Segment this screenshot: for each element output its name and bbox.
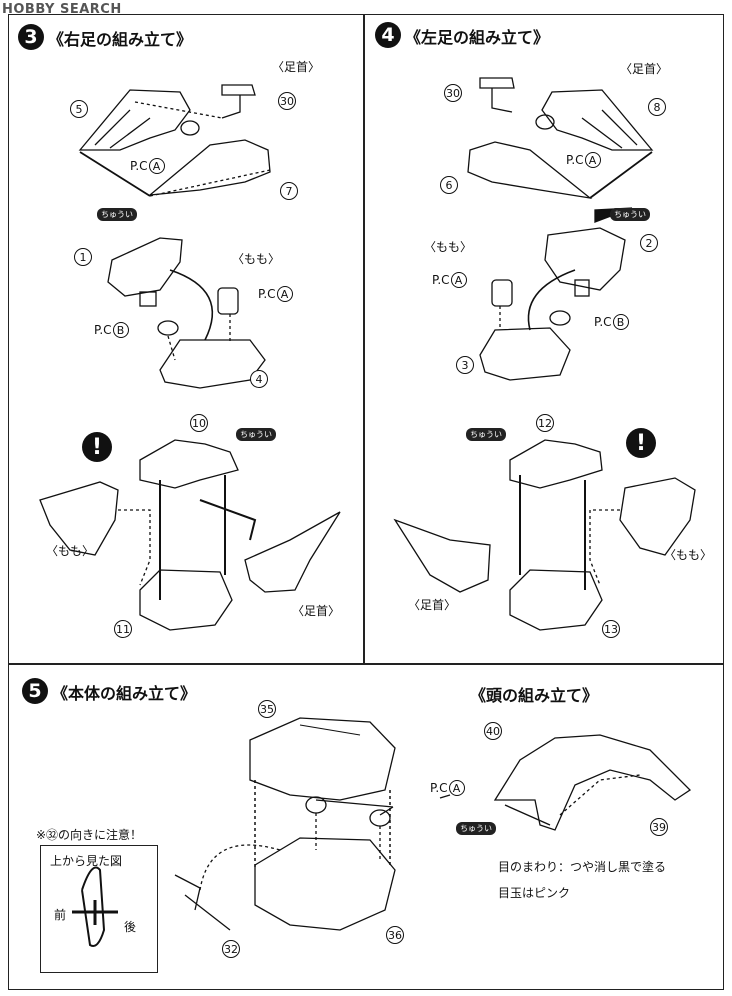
step3-thigh-label: 〈もも〉 [232, 252, 281, 266]
ankle-assembly [244, 511, 341, 593]
part-1-shape [107, 237, 183, 297]
thigh-assembly [39, 481, 119, 556]
part-8-number: 8 [648, 98, 666, 116]
topview-part [81, 866, 106, 947]
part-30-shape [221, 84, 256, 96]
part-40-39-shape [493, 734, 692, 831]
step4-caution-icon: ! [626, 428, 656, 458]
part-7-number: 7 [280, 182, 298, 200]
step3-caution-tag: ちゅうい [97, 208, 137, 221]
part-39-number: 39 [650, 818, 668, 836]
step4-thigh-label: 〈もも〉 [424, 240, 473, 254]
part-13-number: 13 [602, 620, 620, 638]
part-2-number: 2 [640, 234, 658, 252]
part-5-shape [78, 89, 191, 151]
part-36-number: 36 [386, 926, 404, 944]
step3-panel [8, 14, 364, 664]
step3-badge: 3 [18, 24, 44, 50]
step4-badge: 4 [375, 22, 401, 48]
part-11-number: 11 [114, 620, 132, 638]
step5-badge: 5 [22, 678, 48, 704]
ankle-assembly-l [393, 518, 491, 593]
part-6-shape [467, 141, 593, 200]
pc-a-cylinder [217, 287, 239, 315]
topview-title: 上から見た図 [50, 854, 123, 868]
front-label: 前 [54, 908, 67, 922]
part-3-shape [479, 327, 571, 381]
pc-a-body2 [369, 809, 391, 827]
step5-caution-tag: ちゅうい [456, 822, 496, 835]
part-35-shape [249, 717, 396, 801]
part-32-shape [174, 874, 231, 931]
head-title: 《頭の組み立て》 [470, 686, 599, 705]
step4-ankle-label: 〈足首〉 [620, 62, 669, 76]
part-8-shape [541, 89, 654, 151]
part-11-shape [139, 569, 233, 631]
part-12-number: 12 [536, 414, 554, 432]
pc-a-body1 [305, 796, 327, 814]
step3-caution-tag2: ちゅうい [236, 428, 276, 441]
part-6-number: 6 [440, 176, 458, 194]
step4-caution-tag2: ちゅうい [466, 428, 506, 441]
part-10-number: 10 [190, 414, 208, 432]
part-1-number: 1 [74, 248, 92, 266]
orientation-note: ※㉜の向きに注意！ [36, 828, 143, 842]
step4-ankle-label2: 〈足首〉 [408, 598, 457, 612]
step4-caution-tag: ちゅうい [610, 208, 650, 221]
part-32-number: 32 [222, 940, 240, 958]
step3-thigh-label2: 〈もも〉 [46, 544, 95, 558]
back-label: 後 [124, 920, 137, 934]
eye-note-1: 目のまわり：つや消し黒で塗る [498, 860, 667, 874]
step3-caution-icon: ! [82, 432, 112, 462]
part-12-shape [509, 439, 603, 489]
part-35-number: 35 [258, 700, 276, 718]
part-7-shape [147, 139, 271, 196]
step5-panel [8, 664, 724, 990]
step5-title: 《本体の組み立て》 [52, 684, 197, 703]
eye-note-2: 目玉はピンク [498, 886, 571, 900]
pc-b-upper [139, 291, 157, 307]
step3-ankle-label: 〈足首〉 [272, 60, 321, 74]
step4-thigh-label2: 〈もも〉 [664, 548, 713, 562]
watermark: HOBBY SEARCH [2, 2, 122, 17]
step4-panel [364, 14, 724, 664]
part-40-number: 40 [484, 722, 502, 740]
part-3-number: 3 [456, 356, 474, 374]
part-10-shape [139, 439, 239, 489]
pc-a-cap [180, 120, 200, 136]
part-30-number: 30 [278, 92, 296, 110]
pc-b-ring [157, 320, 179, 336]
part-2-shape [544, 227, 626, 291]
step3-ankle-label2: 〈足首〉 [292, 604, 341, 618]
part-13-shape [509, 569, 603, 631]
step4-title: 《左足の組み立て》 [405, 28, 550, 47]
thigh-assembly-l [619, 477, 696, 556]
step3-title: 《右足の組み立て》 [48, 30, 193, 49]
part-36-shape [254, 837, 396, 931]
part-30b-number: 30 [444, 84, 462, 102]
part-5-number: 5 [70, 100, 88, 118]
topview-box [40, 845, 158, 973]
part-30b-shape [479, 77, 515, 89]
part-4-number: 4 [250, 370, 268, 388]
